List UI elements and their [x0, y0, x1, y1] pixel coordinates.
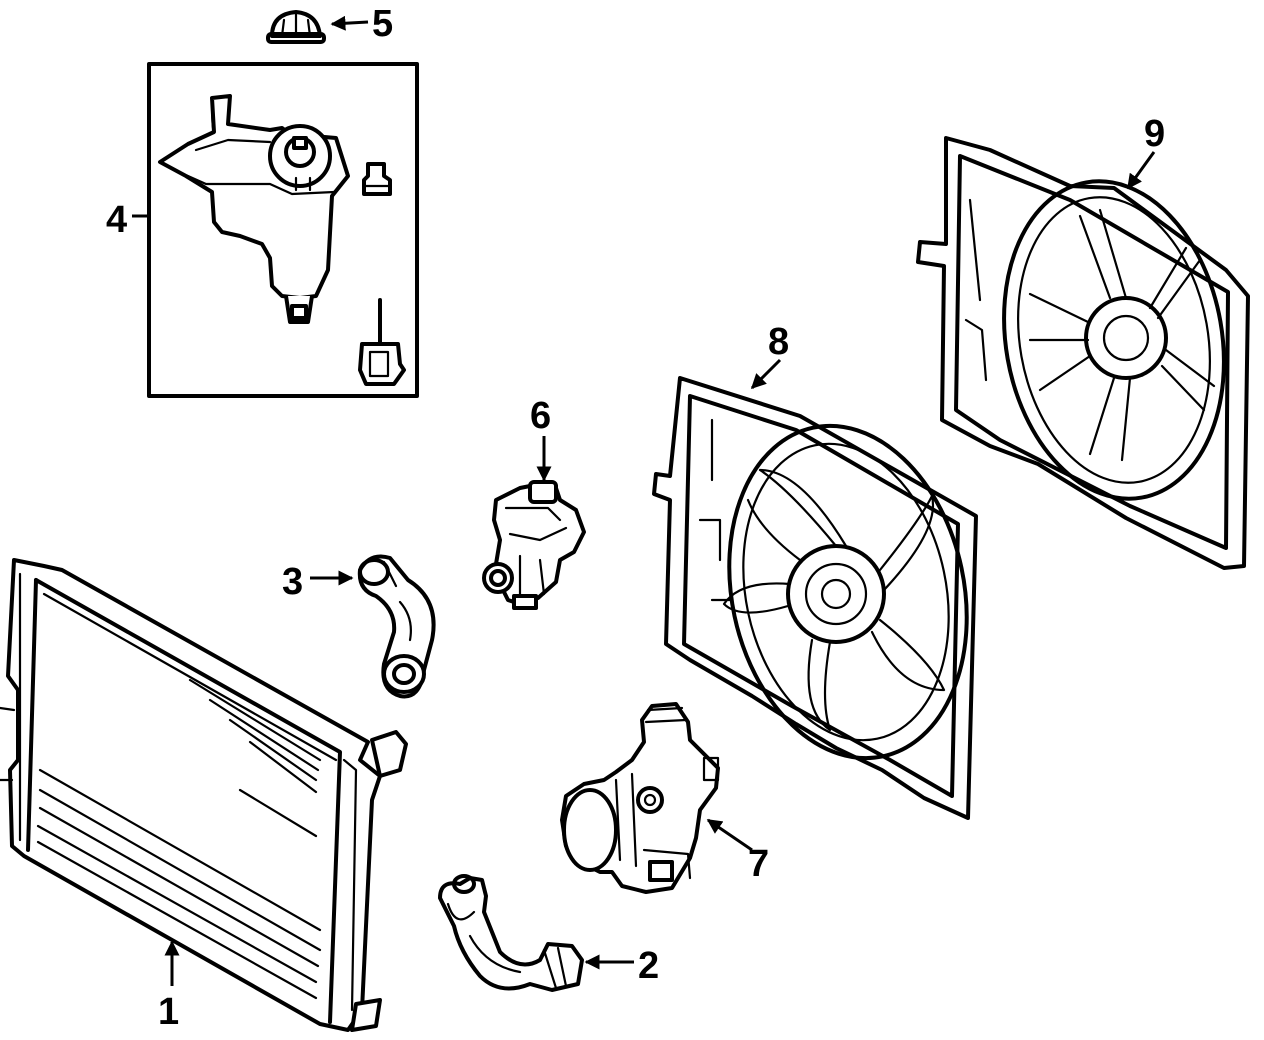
callout-5-leader: [330, 15, 369, 31]
callout-1-label: 1: [158, 991, 179, 1033]
reservoir-cap-part: [266, 10, 326, 44]
water-pump-part: [560, 702, 720, 894]
callout-9-leader: [1126, 151, 1156, 190]
thermostat-part: [482, 480, 586, 610]
front-fan-shroud-part: [652, 376, 978, 820]
callout-9-label: 9: [1144, 113, 1165, 155]
callout-8-label: 8: [768, 321, 789, 363]
callout-8-leader: [750, 358, 782, 390]
callout-4-label: 4: [106, 199, 127, 241]
callout-3-label: 3: [282, 561, 303, 603]
callout-6-label: 6: [530, 395, 551, 437]
callout-2-label: 2: [638, 945, 659, 987]
rear-fan-shroud-part: [916, 136, 1250, 570]
upper-hose-part: [357, 554, 436, 699]
radiator-part: [0, 558, 408, 1032]
callout-7-label: 7: [748, 843, 769, 885]
callout-5-label: 5: [372, 3, 393, 45]
callout-7-leader: [706, 818, 753, 852]
lower-hose-part: [438, 874, 584, 992]
expansion-tank-part: [147, 62, 419, 398]
